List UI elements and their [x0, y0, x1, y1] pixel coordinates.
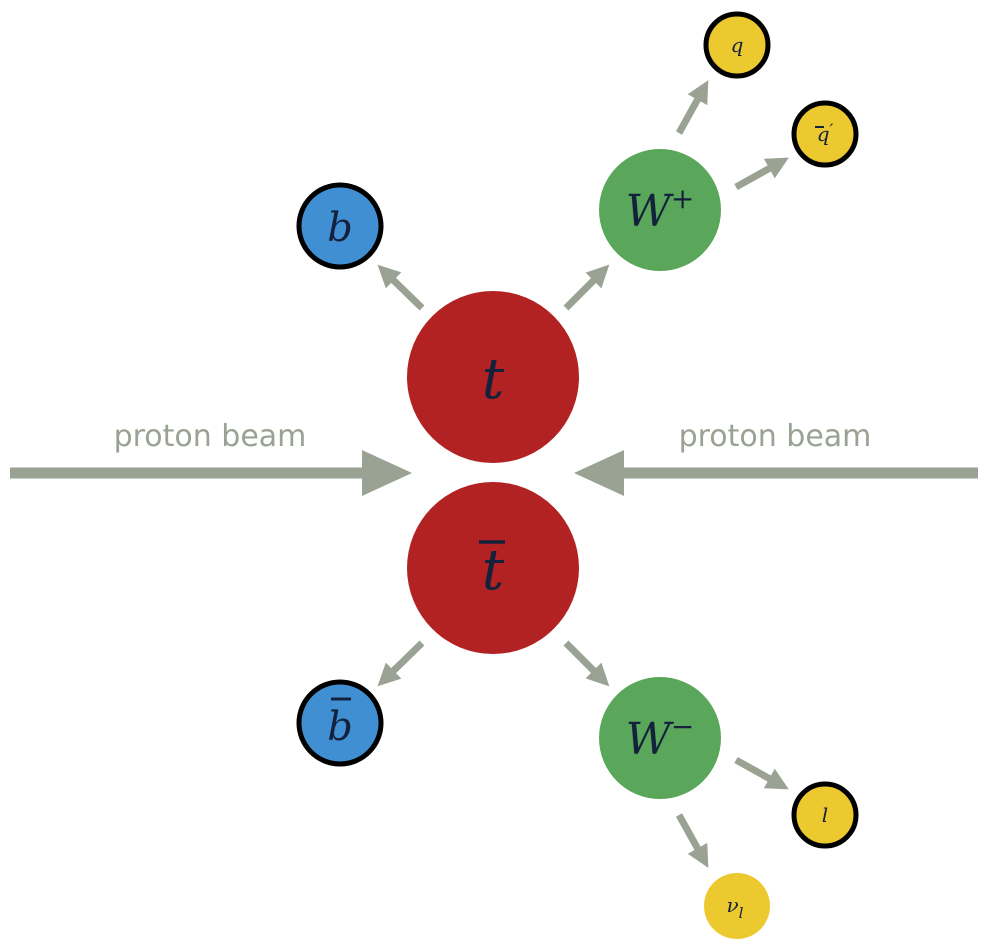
w-plus-boson: W+ — [599, 149, 721, 271]
arrow-wplus-to-q — [675, 80, 709, 135]
arrow-tbar-to-bbar — [377, 640, 425, 687]
arrow-wminus-to-l — [734, 756, 789, 790]
lepton-label: l — [822, 803, 828, 827]
antitop-quark-label: t — [482, 538, 505, 603]
w-plus-base: W — [626, 186, 675, 237]
arrow-tbar-to-wminus — [563, 640, 610, 687]
w-minus-boson: W− — [599, 677, 721, 799]
arrow-t-to-wplus — [563, 264, 610, 311]
neutrino-sub: l — [739, 904, 744, 922]
antiquark-prime: q′ — [791, 100, 859, 168]
antib-quark-label: b — [327, 704, 353, 750]
antib-quark: b — [296, 679, 384, 767]
left-beam-label: proton beam — [114, 419, 307, 454]
neutrino-base: ν — [727, 893, 739, 917]
antiquark-sup: ′ — [830, 120, 834, 139]
right-proton-beam — [574, 450, 978, 496]
left-proton-beam — [10, 450, 412, 496]
arrow-wminus-to-nu — [675, 813, 709, 868]
neutrino-label: νl — [727, 893, 744, 922]
top-quark: t — [407, 291, 579, 463]
decay-arrows — [377, 80, 789, 868]
quark-label: q — [731, 33, 744, 57]
antitop-quark: t — [407, 482, 579, 654]
antiquark-label: q′ — [817, 120, 834, 146]
arrow-t-to-b — [377, 264, 425, 311]
w-minus-sup: − — [671, 710, 694, 743]
right-beam-label: proton beam — [679, 419, 872, 454]
w-minus-label: W− — [626, 710, 695, 765]
lepton: l — [791, 781, 859, 849]
w-minus-base: W — [626, 714, 675, 765]
b-quark: b — [296, 182, 384, 270]
w-plus-sup: + — [671, 182, 694, 215]
arrow-wplus-to-qbarprime — [734, 157, 789, 191]
neutrino: νl — [704, 873, 770, 939]
top-quark-label: t — [482, 347, 505, 412]
b-quark-label: b — [327, 205, 353, 251]
antiquark-base: q — [817, 122, 830, 146]
quark: q — [703, 11, 771, 79]
w-plus-label: W+ — [626, 182, 695, 237]
